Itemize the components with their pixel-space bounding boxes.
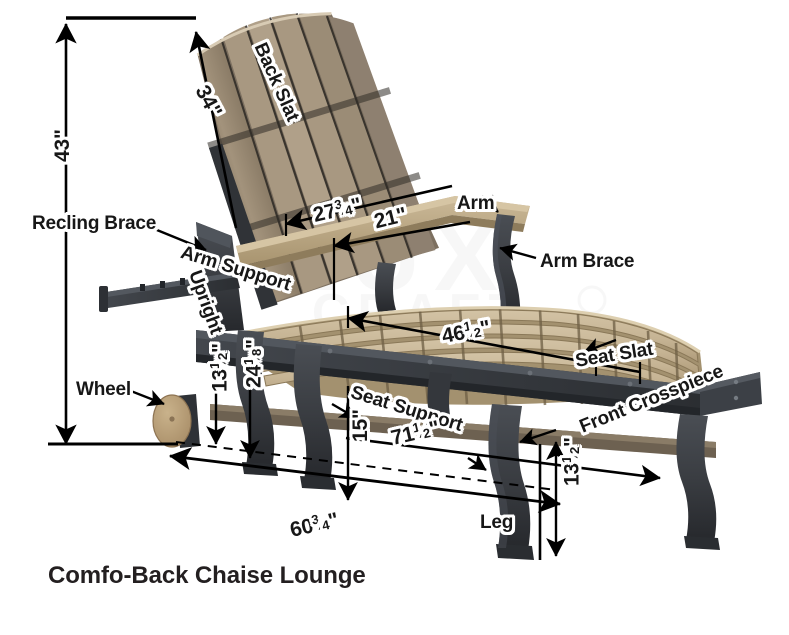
leader-arrows bbox=[117, 194, 617, 471]
wheel bbox=[152, 394, 200, 448]
part-label-arm: Arm bbox=[457, 193, 495, 214]
front-crosspiece bbox=[700, 372, 762, 416]
dimension-label-wheel-height-13-1-2: 131⁄2" bbox=[207, 343, 232, 392]
arm-brace-curved bbox=[492, 214, 521, 328]
dimension-lines bbox=[48, 16, 661, 560]
part-label-recling-brace: Recling Brace bbox=[32, 213, 157, 234]
dimension-label-overall-height: 43" bbox=[51, 129, 74, 162]
part-label-arm-brace: Arm Brace bbox=[540, 251, 635, 272]
dimension-label-seat-height-15: 15" bbox=[349, 409, 372, 442]
leg-far-right bbox=[676, 414, 720, 550]
dimension-label-front-height-13-1-2: 131⁄2" bbox=[559, 437, 584, 486]
part-label-wheel: Wheel bbox=[76, 379, 131, 400]
lower-stretcher bbox=[210, 404, 716, 458]
reclining-brace bbox=[99, 272, 240, 312]
leg-rear-far bbox=[427, 372, 452, 424]
part-label-leg: Leg bbox=[480, 512, 514, 533]
arm-brace-inner bbox=[375, 262, 396, 312]
diagram-title: Comfo-Back Chaise Lounge bbox=[48, 562, 366, 589]
dimension-label-seat-back-height-24-1-8: 241⁄8" bbox=[241, 339, 266, 388]
